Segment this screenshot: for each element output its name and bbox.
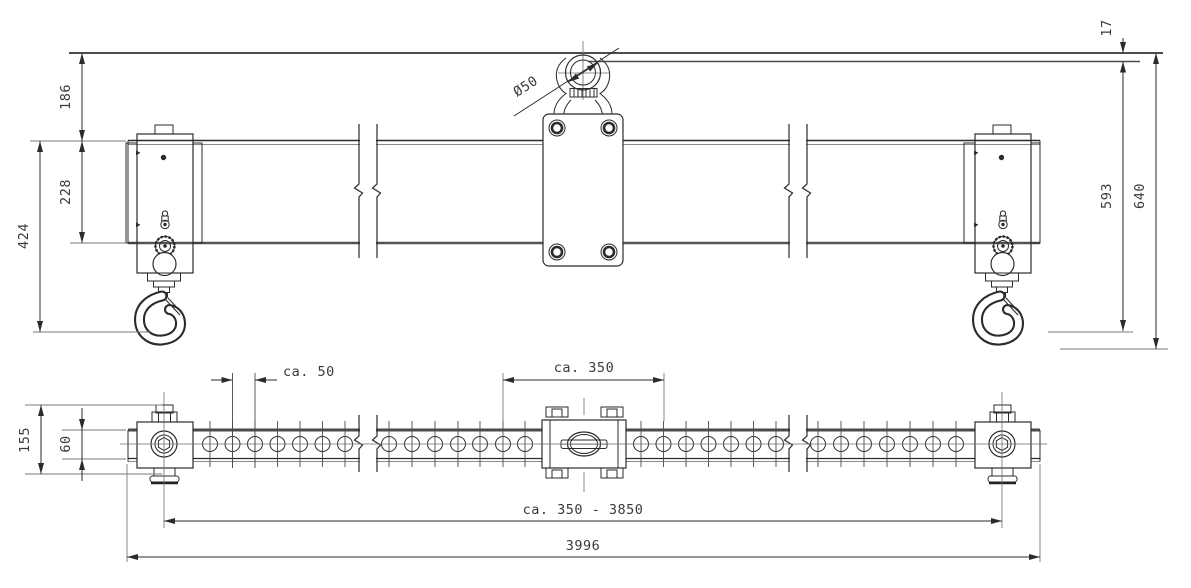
dim-label-beam-height: 228 [58,179,74,205]
dim-label-hook-engagement: 17 [1099,19,1115,36]
dim-label-overall-length: 3996 [566,538,601,554]
dim-label-eye-diameter: Ø50 [511,73,541,101]
lifting-eye [553,41,613,120]
swivel-knurl [569,88,598,98]
dim-label-center-span: ca. 350 [554,360,614,376]
dim-hook-spread-range: ca. 350 - 3850 [164,502,1002,524]
dim-label-beam-to-hook: 424 [16,223,32,249]
dim-label-hole-pitch: ca. 50 [283,364,335,380]
right-end-clamp-front [964,125,1040,340]
dim-overall-length: 3996 [126,464,1041,562]
dim-label-top-to-beam: 186 [58,84,74,110]
front-dims-right: 17 593 640 [1048,19,1168,350]
dim-eye-diameter: Ø50 [511,47,620,117]
dim-label-block-height: 155 [17,427,33,453]
dim-label-susp-to-saddle: 593 [1099,183,1115,209]
center-plate [542,113,624,267]
front-dims-left: 186 228 424 [16,53,150,333]
front-view: Ø50 [16,19,1168,350]
plate-bolt [548,243,566,261]
dim-hole-pitch: ca. 50 [211,364,335,468]
plan-view: 155 60 ca. 50 ca. 350 ca. 350 - 3850 [17,360,1047,562]
plate-bolt [548,119,566,137]
plate-bolt [600,119,618,137]
break-lines-front [353,124,812,258]
dim-label-beam-width: 60 [58,435,74,452]
dim-center-span: ca. 350 [502,360,665,421]
centerlines [120,392,1047,528]
plate-bolt [600,243,618,261]
break-lines-plan [353,415,812,472]
dim-label-hook-spread-range: ca. 350 - 3850 [523,502,644,518]
plan-dims-left: 155 60 [17,404,162,481]
left-end-clamp-front [126,125,202,340]
dim-label-susp-to-tip: 640 [1132,183,1148,209]
center-clamp-plan [541,406,627,479]
